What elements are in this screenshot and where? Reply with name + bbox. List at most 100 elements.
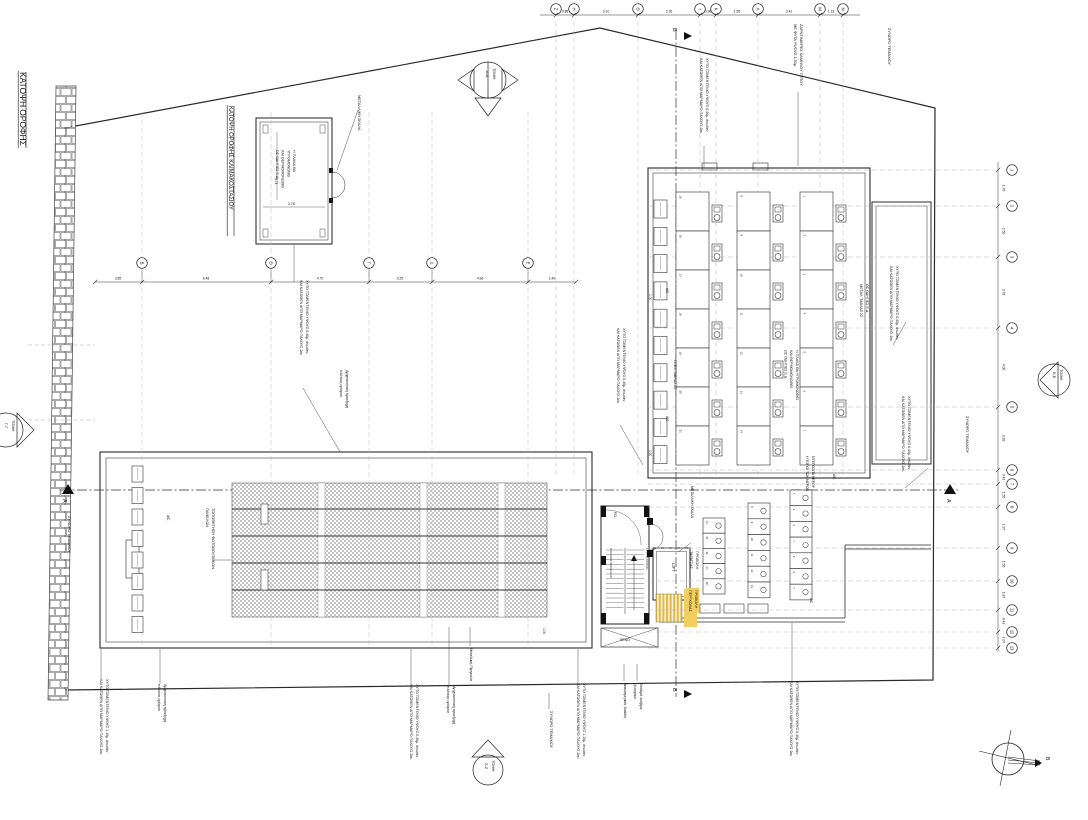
- svg-text:ΚΑΙ ΚΑΤΩΘΕΝ ΑΠΟ ΜΑΡΜΑΡΟ ΠΑΧΟΥΣ: ΚΑΙ ΚΑΤΩΘΕΝ ΑΠΟ ΜΑΡΜΑΡΟ ΠΑΧΟΥΣ 2εκ.: [576, 683, 580, 759]
- stall-unit: [702, 578, 726, 595]
- svg-text:2.78: 2.78: [288, 202, 295, 206]
- label-parcel-boundary-left: ΣΥΝΟΡΟ ΤΕΜΑΧΙΟΥ: [67, 516, 72, 553]
- svg-text:F.O.: F.O.: [613, 512, 617, 518]
- dimension-value: 1.55: [1002, 561, 1006, 568]
- stall-number: 3: [803, 274, 807, 276]
- grid-bubble-label: 5: [1009, 406, 1014, 409]
- svg-text:ΤΑΡΑΤΣΑΣ: ΤΑΡΑΤΣΑΣ: [689, 551, 693, 570]
- svg-text:ΚΑΤΟΨΗ ΟΡΟΦΗΣ ΚΛΙΜΑΚΟΣΤΑΣΙΟΥ: ΚΑΤΟΨΗ ΟΡΟΦΗΣ ΚΛΙΜΑΚΟΣΤΑΣΙΟΥ: [227, 106, 233, 210]
- wc-fixture: [835, 243, 847, 262]
- svg-text:ΚΑΙ ΚΑΤΩΘΕΝ ΑΠΟ ΜΑΡΜΑΡΟ ΠΑΧΟΥΣ: ΚΑΙ ΚΑΤΩΘΕΝ ΑΠΟ ΜΑΡΜΑΡΟ ΠΑΧΟΥΣ 2εκ.: [299, 280, 303, 356]
- stall-number: 17: [705, 567, 709, 570]
- svg-text:Διακοσμητικές δοκίδες: Διακοσμητικές δοκίδες: [623, 683, 627, 719]
- label-louvers: Σταθερά λούβρα,εξωτερικά: [633, 683, 643, 710]
- svg-text:ΧΥΤΟ ΤΣΙΜΕΝΤΕΝΙΟ ΥΨΟΥΣ 0.40μ.: ΧΥΤΟ ΤΣΙΜΕΝΤΕΝΙΟ ΥΨΟΥΣ 0.40μ. άνωθεν: [305, 280, 309, 354]
- grid-bubble: [837, 3, 849, 15]
- note-parapet-bottomleft: ΧΥΤΟ ΤΣΙΜΕΝΤΕΝΙΟ ΥΨΟΥΣ 1.10μ. άνωθενΚΑΙ …: [99, 679, 109, 755]
- wc-fixture: [835, 360, 847, 379]
- svg-text:Αρχιτεκτονική προεξοχή: Αρχιτεκτονική προεξοχή: [163, 684, 167, 722]
- stall-number: 5: [803, 352, 807, 354]
- stall-number: 7: [803, 430, 807, 432]
- grid-bubble-label: 11: [1009, 608, 1014, 613]
- stall-number: 13: [740, 391, 744, 395]
- grid-bubble: [1006, 478, 1018, 490]
- wc-fixture: [711, 282, 723, 301]
- wc-fixture: [711, 360, 723, 379]
- note-parapet-top: ΧΥΤΟ ΤΣΙΜΕΝΤΕΝΙΟ ΥΨΟΥΣ 0.40μ. άνωθενΚΑΙ …: [699, 58, 709, 134]
- svg-text:ΣΥΝΟΡΟ ΤΕΜΑΧΙΟΥ: ΣΥΝΟΡΟ ΤΕΜΑΧΙΟΥ: [887, 28, 892, 65]
- label-section-a-right: Α: [945, 499, 951, 503]
- wc-fixture: [772, 399, 784, 418]
- svg-text:πλάτους ορόφου: πλάτους ορόφου: [446, 686, 450, 713]
- dim-1-00-c: 1.00: [542, 628, 546, 634]
- dimension-value: 4.00: [1002, 364, 1006, 371]
- wc-fixture: [711, 204, 723, 223]
- dimension-value: 1.13: [828, 10, 835, 14]
- svg-text:ΥΓΡΟΜΟΝΩΘΕΙ: ΥΓΡΟΜΟΝΩΘΕΙ: [286, 150, 290, 177]
- dimension-value: 0.88: [562, 10, 569, 14]
- stall-number: 18: [679, 313, 683, 317]
- stall-number: 11: [750, 553, 754, 556]
- stall-unit: [799, 230, 834, 271]
- stair-tread-numbers-left: 21 20 19 18 17 16 15 14 13 12: [609, 548, 612, 578]
- note-wing: ΩΣ ΟΔΗΓΙΕΣ Ε.Δ.ΜΕΤΑΛ. ΤΑΒΛΑΣ 2Σ: [859, 284, 869, 318]
- svg-text:ΚΑΙ ΚΑΤΩΘΕΝ ΑΠΟ ΜΑΡΜΑΡΟ ΠΑΧΟΥΣ: ΚΑΙ ΚΑΤΩΘΕΝ ΑΠΟ ΜΑΡΜΑΡΟ ΠΑΧΟΥΣ 2εκ.: [789, 681, 793, 757]
- dimension-value: 2.50: [1002, 228, 1006, 235]
- void-box: [600, 627, 659, 648]
- grid-bubble-label: Θ: [635, 7, 640, 11]
- svg-text:ΧΥΤΟ ΤΣΙΜΕΝΤΕΝΙΟ ΥΨΟΥΣ 1.10μ.: ΧΥΤΟ ΤΣΙΜΕΝΤΕΝΙΟ ΥΨΟΥΣ 1.10μ. άνωθεν: [105, 679, 109, 753]
- label-ac-3: A/C: [665, 416, 669, 422]
- stall-number: 10: [740, 274, 744, 278]
- stall-unit: [799, 386, 834, 427]
- svg-text:ΜΕ ΦΥΤΑ ΥΨΟΥΣ 1.30μ.: ΜΕ ΦΥΤΑ ΥΨΟΥΣ 1.30μ.: [793, 24, 798, 67]
- svg-text:ΚΑΤΟΨΗ ΟΡΟΦΗΣ: ΚΑΤΟΨΗ ΟΡΟΦΗΣ: [18, 72, 28, 146]
- grid-bubble: [1006, 200, 1018, 212]
- svg-text:ΚΑΙ ΚΑΤΩΘΕΝ ΑΠΟ ΜΑΡΜΑΡΟ ΠΑΧΟΥΣ: ΚΑΙ ΚΑΤΩΘΕΝ ΑΠΟ ΜΑΡΜΑΡΟ ΠΑΧΟΥΣ 2εκ.: [901, 396, 905, 472]
- stall-unit: [675, 230, 710, 271]
- svg-text:1 2 3 4 5 6 7 8 9 10 11: 1 2 3 4 5 6 7 8 9 10 11: [645, 548, 648, 570]
- grid-bubble: [1006, 464, 1018, 476]
- stall-number: 19: [679, 352, 683, 356]
- stall-number: 6: [803, 391, 807, 393]
- svg-text:Β: Β: [671, 688, 677, 692]
- wc-fixture: [760, 571, 767, 578]
- label-fo: F.O.: [613, 512, 617, 518]
- svg-text:Β: Β: [671, 28, 677, 32]
- stall-number: 3: [792, 524, 796, 526]
- svg-text:A/C: A/C: [665, 416, 669, 422]
- grid-bubble: [1006, 642, 1018, 654]
- svg-text:ΧΥΤΟ ΤΣΙΜΕΝΤΕΝΙΟ ΥΨΟΥΣ 0.40μ.: ΧΥΤΟ ΤΣΙΜΕΝΤΕΝΙΟ ΥΨΟΥΣ 0.40μ. άνωθεν: [907, 396, 911, 470]
- stall-unit: [736, 386, 771, 427]
- svg-text:Α: Α: [945, 499, 951, 503]
- annotations: ΚΑΤΟΨΗ ΟΡΟΦΗΣ ΚΑΤΟΨΗ ΟΡΟΦΗΣ ΚΛΙΜΑΚΟΣΤΑΣΙΟ…: [17, 24, 970, 760]
- wc-fixture: [711, 399, 723, 418]
- svg-text:1.00: 1.00: [648, 450, 652, 456]
- grid-bubble-label: Γ: [366, 262, 371, 265]
- svg-text:Α: Α: [61, 499, 67, 503]
- svg-text:Η ΠΛΑΚΑ ΘΑ ΥΓΡΟΜΟΝΩΘΕΙ: Η ΠΛΑΚΑ ΘΑ ΥΓΡΟΜΟΝΩΘΕΙ: [795, 350, 799, 400]
- stall-number: 6: [792, 572, 796, 574]
- stall-unit: [789, 583, 813, 601]
- label-parcel-boundary-bottom: ΣΥΝΟΡΟ ΤΕΜΑΧΙΟΥ: [549, 711, 554, 748]
- grid-bubble: [1006, 575, 1018, 587]
- wc-fixture: [715, 537, 722, 544]
- stall-number: 2: [792, 509, 796, 511]
- stall-number: 16: [705, 551, 709, 554]
- section-marker-gg: ΤΟΜΗ Γ-Γ: [0, 412, 35, 448]
- dimension-value: 0.96: [705, 10, 712, 14]
- wc-fixture: [760, 507, 767, 514]
- wc-fixture: [760, 539, 767, 546]
- grid-bubble-label: 6: [1009, 469, 1014, 472]
- stall-unit: [736, 269, 771, 310]
- svg-text:ΧΥΤΟ ΤΣΙΜΕΝΤΕΝΙΟ ΥΨΟΥΣ 0.40μ.: ΧΥΤΟ ΤΣΙΜΕΝΤΕΝΙΟ ΥΨΟΥΣ 0.40μ. άνωθεν: [622, 328, 626, 402]
- north-arrowhead: [1035, 759, 1042, 767]
- dimension-value: 6.48: [203, 276, 210, 280]
- stall-number: 12: [740, 352, 744, 356]
- section-a-left-arrow: [62, 484, 74, 494]
- dimension-value: 1.55: [1002, 492, 1006, 499]
- svg-text:A/C: A/C: [809, 598, 813, 604]
